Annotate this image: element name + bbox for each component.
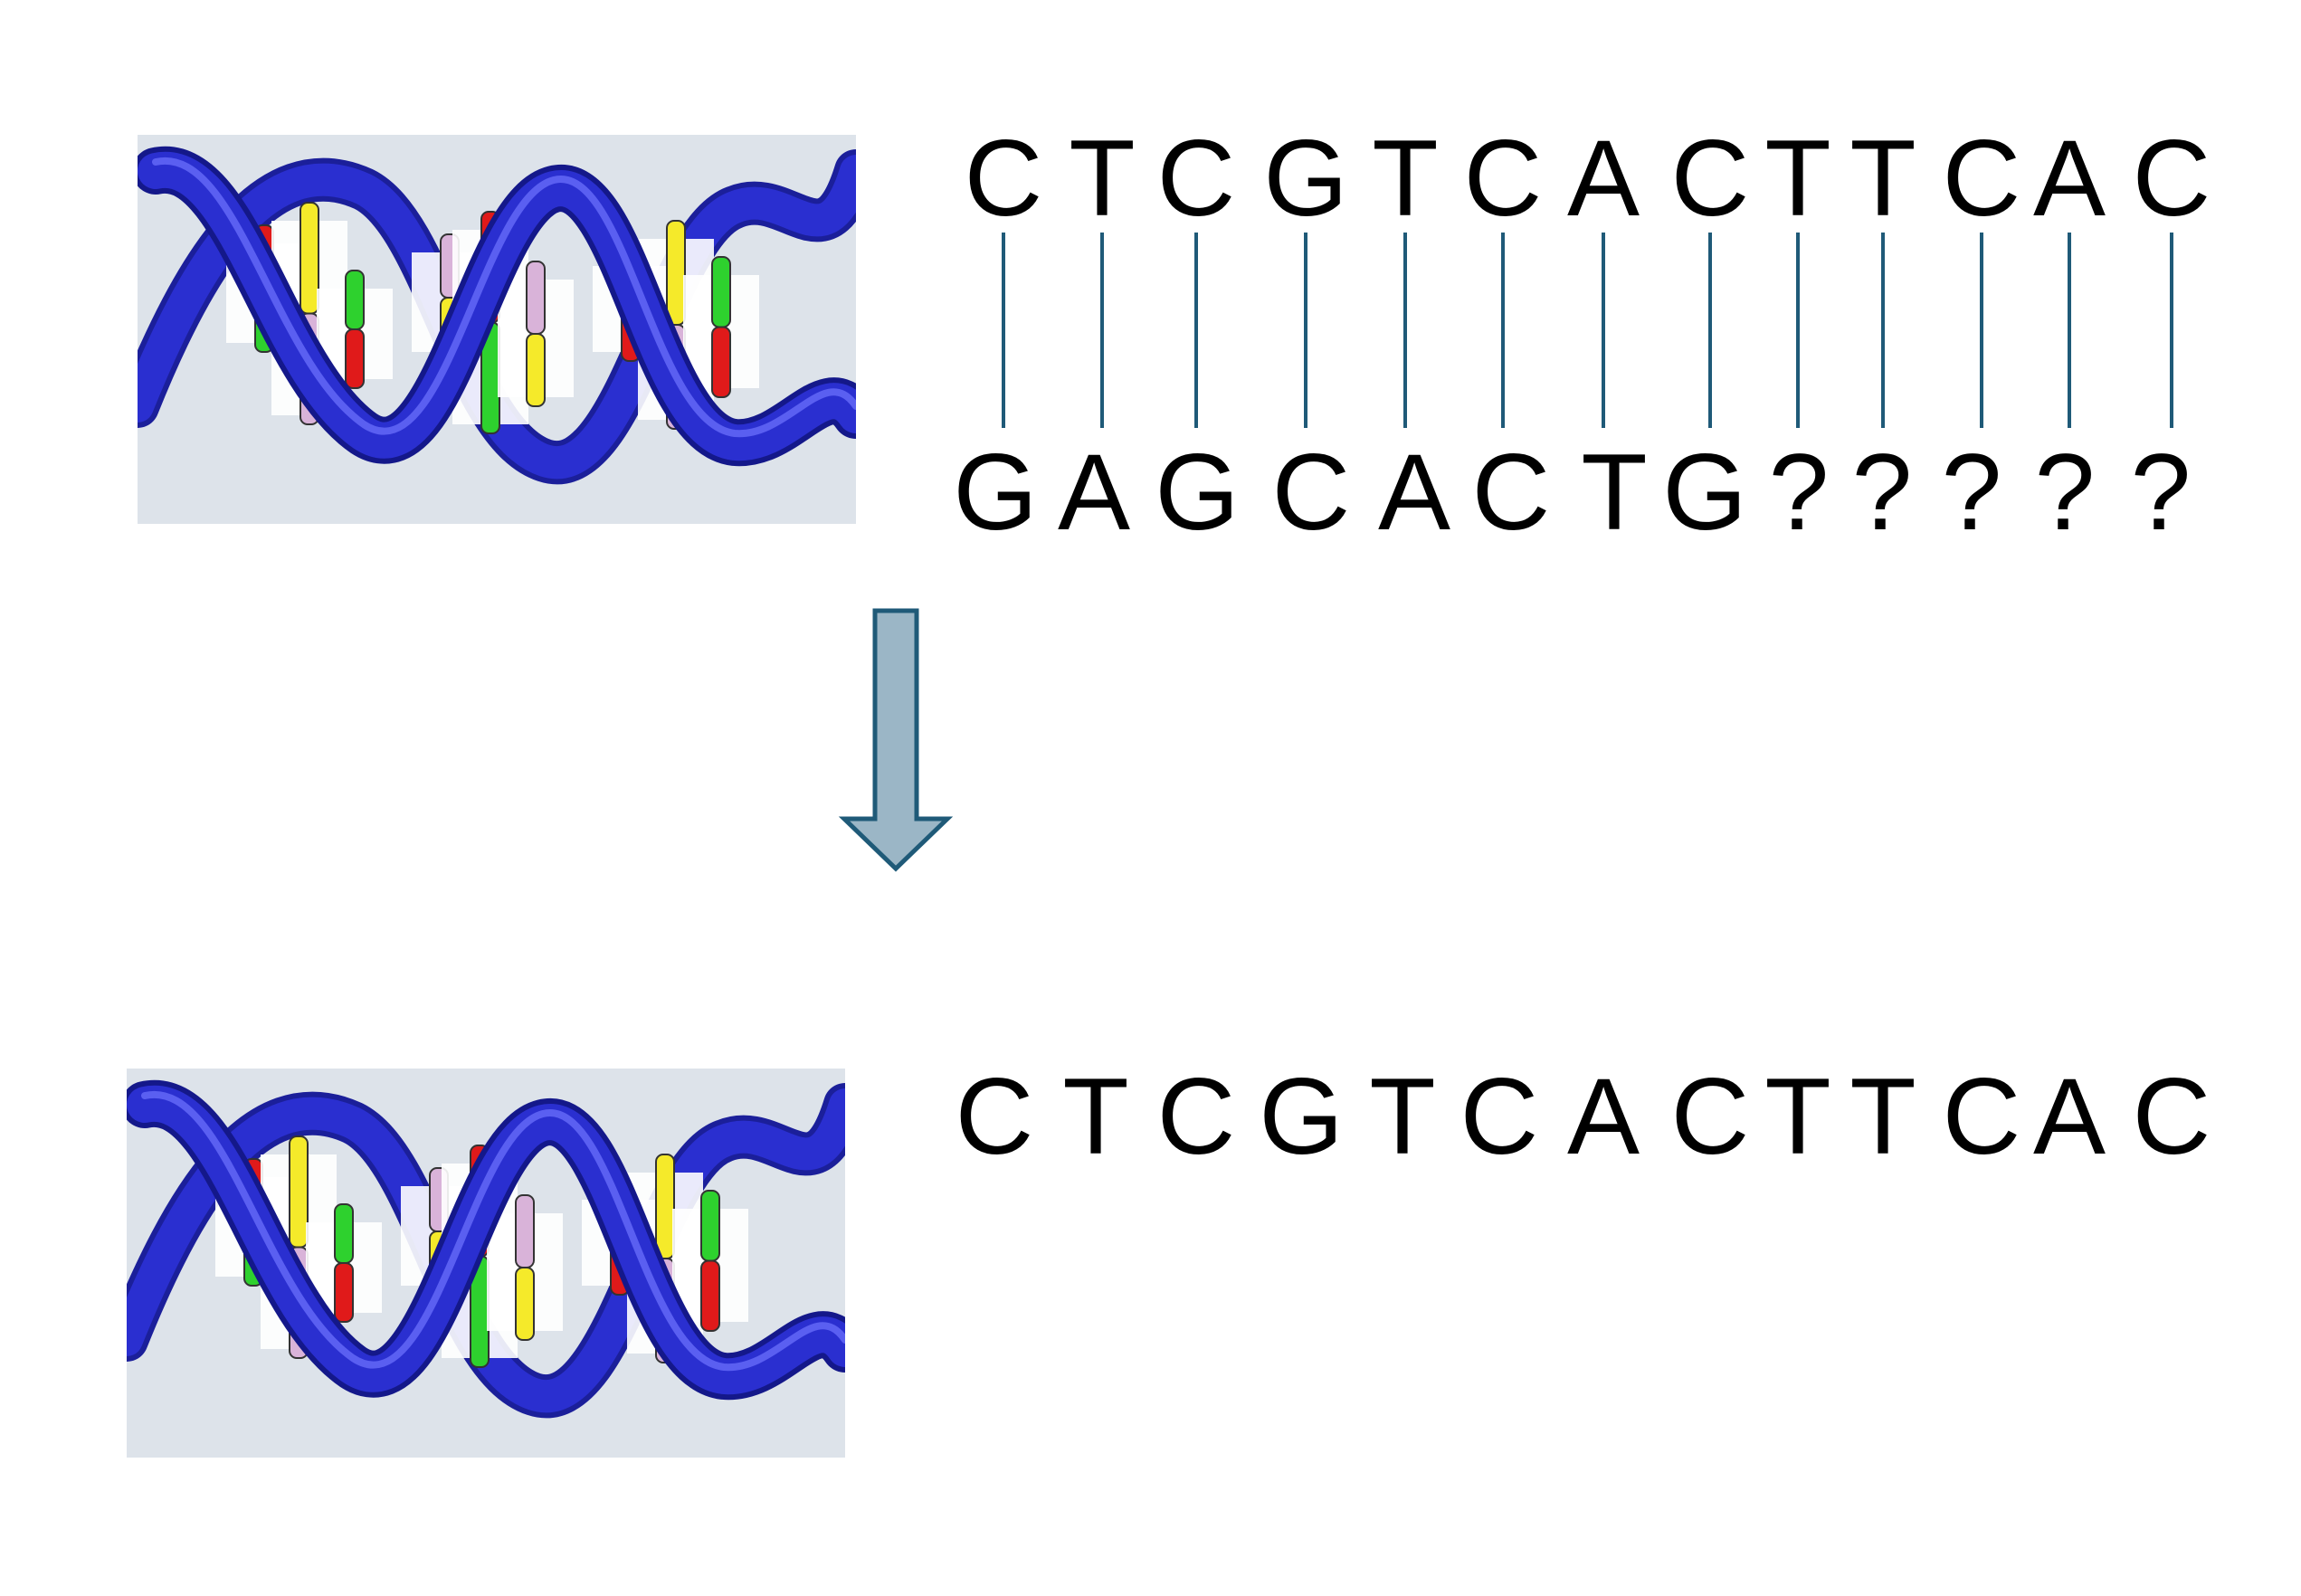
result-base-13: C [2133, 1056, 2211, 1177]
top-base-5: T [1372, 118, 1438, 239]
result-base-6: C [1460, 1056, 1539, 1177]
bottom-base-6: C [1472, 432, 1551, 553]
dna-helix-icon [138, 146, 856, 485]
bottom-base-2: A [1058, 432, 1130, 553]
bottom-base-7: T [1581, 432, 1647, 553]
bottom-base-5: A [1378, 432, 1450, 553]
top-base-7: A [1567, 118, 1640, 239]
bottom-base-3: G [1155, 432, 1239, 553]
top-base-9: T [1764, 118, 1830, 239]
result-base-2: T [1062, 1056, 1128, 1177]
result-base-1: C [956, 1056, 1034, 1177]
bottom-base-11: ? [1942, 432, 2002, 553]
dna-helix-icon [127, 1079, 845, 1419]
top-base-13: C [2133, 118, 2211, 239]
top-base-4: G [1263, 118, 1347, 239]
bottom-base-10: ? [1852, 432, 1913, 553]
result-base-4: G [1259, 1056, 1343, 1177]
top-base-3: C [1157, 118, 1236, 239]
result-base-9: T [1764, 1056, 1830, 1177]
result-base-3: C [1157, 1056, 1236, 1177]
bottom-base-8: G [1662, 432, 1746, 553]
result-base-8: C [1671, 1056, 1750, 1177]
base-pair-connectors [1002, 233, 2173, 428]
result-base-10: T [1849, 1056, 1916, 1177]
top-base-1: C [965, 118, 1043, 239]
result-base-11: C [1943, 1056, 2021, 1177]
dna-helix-image-bottom [127, 1069, 845, 1458]
bottom-base-12: ? [2035, 432, 2096, 553]
result-base-5: T [1369, 1056, 1435, 1177]
top-base-8: C [1671, 118, 1750, 239]
top-base-12: A [2033, 118, 2106, 239]
top-base-6: C [1464, 118, 1543, 239]
bottom-base-1: G [953, 432, 1037, 553]
dna-helix-image-top [138, 135, 856, 524]
bottom-base-13: ? [2131, 432, 2192, 553]
result-base-12: A [2033, 1056, 2106, 1177]
top-base-11: C [1943, 118, 2021, 239]
top-base-10: T [1849, 118, 1916, 239]
bottom-base-9: ? [1769, 432, 1830, 553]
bottom-base-4: C [1272, 432, 1351, 553]
down-arrow-icon [838, 608, 954, 872]
top-base-2: T [1069, 118, 1135, 239]
result-base-7: A [1567, 1056, 1640, 1177]
